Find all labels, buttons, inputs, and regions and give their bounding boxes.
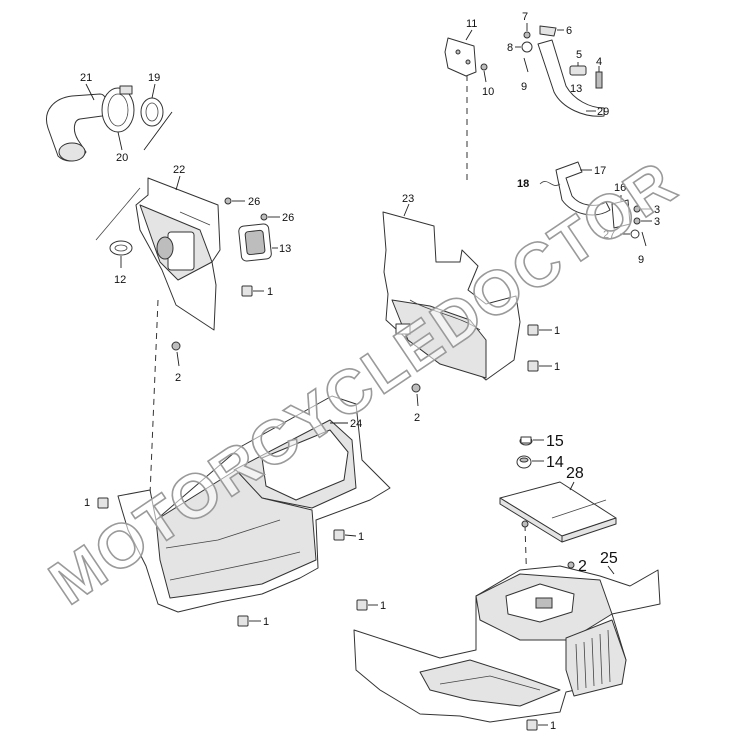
speaker-grille-13 (238, 223, 278, 262)
callout-3a: 3 (654, 204, 660, 216)
callout-6: 6 (566, 25, 572, 37)
spacer-5 (569, 65, 587, 76)
callout-11: 11 (466, 18, 477, 30)
watermark-text: MOTORCYCLEDOCTOR (38, 148, 689, 619)
battery-cover-28 (499, 481, 617, 543)
handle-bracket-17 (555, 161, 611, 216)
clamp-12 (109, 240, 133, 256)
callout-17: 17 (594, 165, 606, 177)
callout-13b: 13 (570, 83, 582, 95)
callout-2a: 2 (175, 372, 181, 384)
callout-2b: 2 (414, 412, 420, 424)
screw-3a (633, 205, 641, 213)
screw-26a (224, 197, 245, 205)
center-inner-panel-23 (382, 211, 521, 381)
battery-box (565, 619, 627, 697)
callout-9a: 9 (521, 81, 527, 93)
callout-9b: 9 (638, 254, 644, 266)
left-inner-panel-22 (135, 177, 221, 331)
right-floor-tray-25 (353, 565, 661, 723)
callout-1h: 1 (550, 720, 556, 732)
washer-8 (521, 41, 533, 53)
clip-1c (527, 360, 552, 372)
callout-24: 24 (350, 418, 362, 430)
callout-3b: 3 (654, 216, 660, 228)
callout-15: 15 (546, 433, 564, 450)
screw-7 (523, 31, 531, 39)
bolt-2b (411, 383, 421, 407)
callout-13: 13 (279, 243, 291, 255)
callout-1a: 1 (267, 286, 273, 298)
grommet-14 (516, 455, 544, 469)
callout-8: 8 (507, 42, 513, 54)
callout-4: 4 (596, 56, 602, 68)
clamp-tab (119, 85, 133, 95)
callout-1b: 1 (554, 325, 560, 337)
guide-line-left (149, 299, 159, 496)
bolt-10 (480, 63, 488, 71)
callout-2c: 2 (578, 558, 587, 575)
pin-9a (523, 57, 529, 73)
callout-21: 21 (80, 72, 92, 84)
callout-1g: 1 (380, 600, 386, 612)
clip-1b (527, 324, 552, 336)
callout-14: 14 (546, 454, 564, 471)
callout-27: 27 (603, 229, 615, 241)
callout-22: 22 (173, 164, 185, 176)
screw-26b (260, 213, 280, 221)
clip-1f (237, 615, 261, 627)
callout-26b: 26 (282, 212, 294, 224)
clip-1h (526, 719, 548, 731)
callout-23: 23 (402, 193, 414, 205)
callout-16: 16 (614, 182, 626, 194)
callout-19: 19 (148, 72, 160, 84)
pin-9b (641, 231, 647, 247)
bolt-4 (595, 71, 603, 89)
bolt-2c (567, 561, 575, 569)
clip-1d (97, 497, 109, 509)
callout-1d: 1 (84, 497, 90, 509)
clip-1e (333, 529, 357, 541)
callout-26a: 26 (248, 196, 260, 208)
clip-6 (539, 25, 557, 37)
callout-1f: 1 (263, 616, 269, 628)
callout-18: 18 (517, 178, 529, 190)
clip-1a (241, 285, 264, 297)
left-floor-tray-24 (117, 395, 391, 613)
bolt-2a (171, 341, 181, 367)
hinge-16 (611, 199, 631, 229)
hose-clamp-20 (101, 87, 135, 133)
callout-12: 12 (114, 274, 126, 286)
grab-handle-29 (537, 39, 605, 117)
plug-15 (519, 436, 544, 446)
callout-25: 25 (600, 550, 618, 567)
screw-3b (633, 217, 641, 225)
callout-1e: 1 (358, 531, 364, 543)
callout-10: 10 (482, 86, 494, 98)
callout-28: 28 (566, 465, 584, 482)
callout-7: 7 (522, 11, 528, 23)
callout-29: 29 (597, 106, 609, 118)
intake-hose-assembly (46, 85, 173, 162)
adapter-ring-19 (140, 97, 164, 127)
callout-5: 5 (576, 49, 582, 61)
cable-18 (539, 181, 561, 186)
clip-1g (356, 599, 378, 611)
callout-1c: 1 (554, 361, 560, 373)
callout-20: 20 (116, 152, 128, 164)
intake-hose-end (58, 142, 86, 162)
bracket-11 (444, 37, 477, 77)
washer-27 (630, 229, 640, 239)
